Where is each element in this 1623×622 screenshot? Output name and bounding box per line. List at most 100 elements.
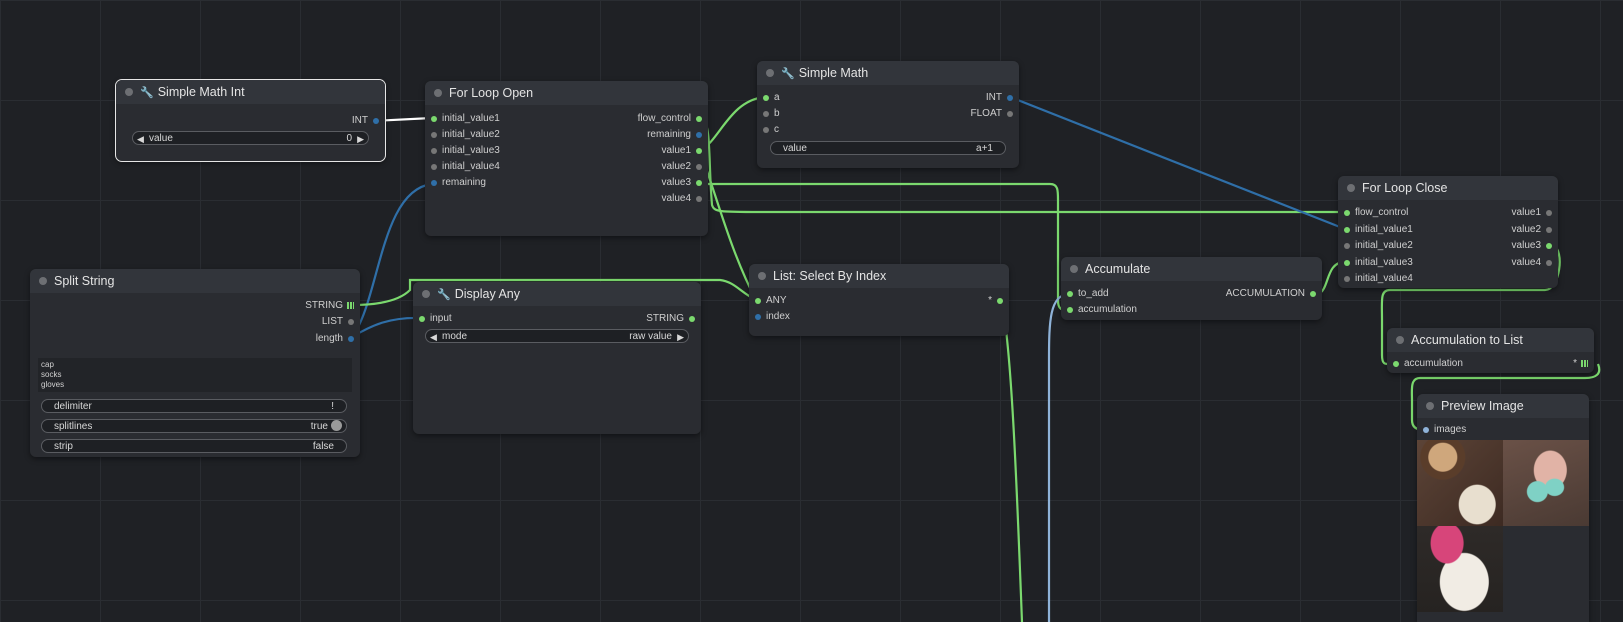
collapse-dot[interactable] <box>1396 336 1404 344</box>
node-list-select-by-index[interactable]: List: Select By Index ANY index * <box>749 264 1009 336</box>
node-header[interactable]: For Loop Open <box>425 81 708 105</box>
node-header[interactable]: 🔧Simple Math Int <box>116 80 385 104</box>
node-header[interactable]: 🔧Simple Math <box>757 61 1019 85</box>
node-title: List: Select By Index <box>773 269 887 283</box>
input-remaining[interactable]: remaining <box>427 177 486 188</box>
wrench-icon: 🔧 <box>437 289 451 301</box>
output-value1[interactable]: value1 <box>662 145 706 156</box>
node-accumulate[interactable]: Accumulate to_add accumulation ACCUMULAT… <box>1061 257 1322 320</box>
input-c[interactable]: c <box>759 124 779 135</box>
link-int-to-close-initial-value1 <box>1009 95 1346 231</box>
node-title: Simple Math Int <box>157 85 245 99</box>
input-initial-value1[interactable]: initial_value1 <box>1340 224 1413 235</box>
collapse-dot[interactable] <box>434 89 442 97</box>
collapse-dot[interactable] <box>125 88 133 96</box>
node-header[interactable]: Split String <box>30 269 360 293</box>
link-value1-to-select-any <box>698 150 757 301</box>
output-value3[interactable]: value3 <box>1512 240 1556 251</box>
collapse-dot[interactable] <box>39 277 47 285</box>
output-remaining[interactable]: remaining <box>647 129 706 140</box>
image-thumbnail[interactable] <box>1417 526 1503 612</box>
output-string[interactable]: STRING <box>646 313 699 324</box>
output-float[interactable]: FLOAT <box>971 108 1017 119</box>
output-value4[interactable]: value4 <box>662 193 706 204</box>
collapse-dot[interactable] <box>766 69 774 77</box>
arrow-right-icon[interactable]: ▶ <box>677 332 684 342</box>
input-input[interactable]: input <box>415 313 452 324</box>
input-initial-value2[interactable]: initial_value2 <box>1340 240 1413 251</box>
output-value3[interactable]: value3 <box>662 177 706 188</box>
output-value4[interactable]: value4 <box>1512 257 1556 268</box>
output-length[interactable]: length <box>316 333 358 344</box>
input-any[interactable]: ANY <box>751 295 787 306</box>
output-flow-control[interactable]: flow_control <box>638 113 706 124</box>
input-initial-value1[interactable]: initial_value1 <box>427 113 500 124</box>
input-a[interactable]: a <box>759 92 780 103</box>
output-accumulation[interactable]: ACCUMULATION <box>1226 288 1320 299</box>
input-initial-value4[interactable]: initial_value4 <box>427 161 500 172</box>
node-header[interactable]: Accumulation to List <box>1387 328 1594 352</box>
output-list[interactable]: LIST <box>322 316 358 327</box>
input-initial-value3[interactable]: initial_value3 <box>1340 257 1413 268</box>
input-initial-value3[interactable]: initial_value3 <box>427 145 500 156</box>
output-string[interactable]: STRING <box>305 300 358 311</box>
input-images[interactable]: images <box>1419 424 1466 435</box>
node-for-loop-close[interactable]: For Loop Close flow_control initial_valu… <box>1338 176 1558 288</box>
arrow-left-icon[interactable]: ◀ <box>430 332 437 342</box>
input-accumulation[interactable]: accumulation <box>1389 358 1463 369</box>
input-to-add[interactable]: to_add <box>1063 288 1109 299</box>
input-initial-value4[interactable]: initial_value4 <box>1340 273 1413 284</box>
collapse-dot[interactable] <box>1070 265 1078 273</box>
node-header[interactable]: List: Select By Index <box>749 264 1009 288</box>
node-title: Split String <box>54 274 115 288</box>
widget-delimiter[interactable]: delimiter! <box>41 399 347 413</box>
link-select-output-down <box>999 299 1024 622</box>
node-split-string[interactable]: Split String STRING LIST length cap sock… <box>30 269 360 457</box>
output-value1[interactable]: value1 <box>1512 207 1556 218</box>
arrow-right-icon[interactable]: ▶ <box>357 134 364 144</box>
node-header[interactable]: Preview Image <box>1417 394 1589 418</box>
output-value2[interactable]: value2 <box>1512 224 1556 235</box>
link-length-to-display-input <box>351 316 422 338</box>
image-thumbnail[interactable] <box>1503 440 1589 526</box>
node-header[interactable]: Accumulate <box>1061 257 1322 281</box>
text-line: gloves <box>41 380 65 389</box>
input-initial-value2[interactable]: initial_value2 <box>427 129 500 140</box>
output-any[interactable]: * <box>1573 358 1592 369</box>
output-value2[interactable]: value2 <box>662 161 706 172</box>
output-int[interactable]: INT <box>352 115 383 126</box>
text-line: cap <box>41 360 54 369</box>
node-preview-image[interactable]: Preview Image images <box>1417 394 1589 622</box>
node-title: For Loop Close <box>1362 181 1448 195</box>
image-thumbnail[interactable] <box>1417 440 1503 526</box>
wrench-icon: 🔧 <box>781 68 795 80</box>
collapse-dot[interactable] <box>422 290 430 298</box>
node-title: Simple Math <box>798 66 869 80</box>
node-accumulation-to-list[interactable]: Accumulation to List accumulation * <box>1387 328 1594 373</box>
collapse-dot[interactable] <box>1426 402 1434 410</box>
node-for-loop-open[interactable]: For Loop Open initial_value1 initial_val… <box>425 81 708 236</box>
text-area[interactable]: cap socks gloves <box>38 358 352 392</box>
node-title: For Loop Open <box>449 86 534 100</box>
output-int[interactable]: INT <box>986 92 1017 103</box>
toggle-knob-icon[interactable] <box>331 420 342 431</box>
arrow-left-icon[interactable]: ◀ <box>137 134 144 144</box>
input-accumulation[interactable]: accumulation <box>1063 304 1137 315</box>
collapse-dot[interactable] <box>1347 184 1355 192</box>
collapse-dot[interactable] <box>758 272 766 280</box>
output-any[interactable]: * <box>988 295 1007 306</box>
input-index[interactable]: index <box>751 311 790 322</box>
node-header[interactable]: 🔧Display Any <box>413 282 701 306</box>
input-flow-control[interactable]: flow_control <box>1340 207 1408 218</box>
node-header[interactable]: For Loop Close <box>1338 176 1558 200</box>
input-b[interactable]: b <box>759 108 780 119</box>
node-title: Accumulation to List <box>1411 333 1523 347</box>
